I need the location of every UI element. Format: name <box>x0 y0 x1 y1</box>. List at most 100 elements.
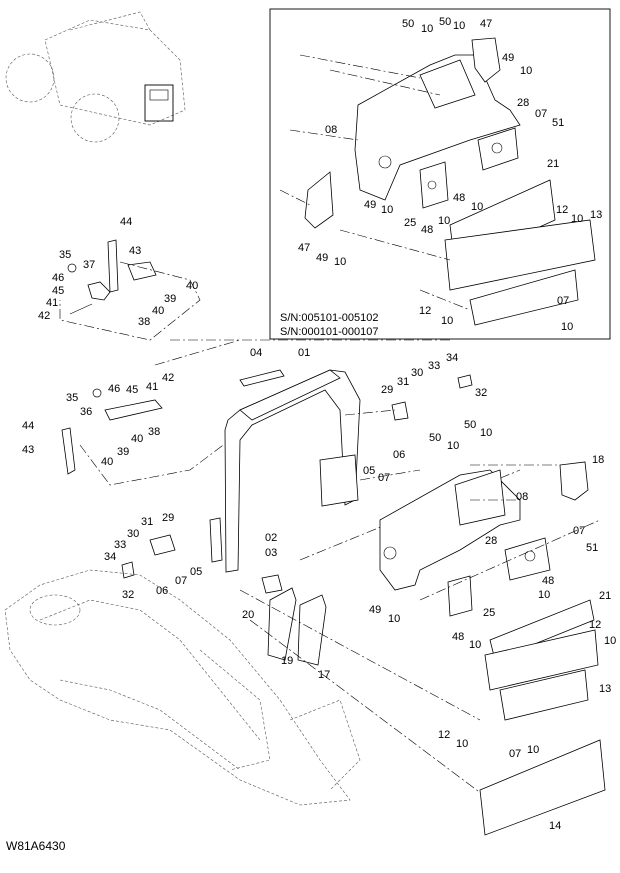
callout: 25 <box>483 607 495 619</box>
callout: 12 <box>438 729 450 741</box>
callout: 10 <box>381 204 393 216</box>
side-covers <box>261 574 327 666</box>
callout: 43 <box>22 444 34 456</box>
callout: 12 <box>419 305 431 317</box>
lower-right-callouts: 50 10 50 10 18 08 07 51 28 48 10 49 10 2… <box>369 419 616 832</box>
callout: 18 <box>592 454 604 466</box>
serial-range: S/N:005101-005102 <box>280 312 378 324</box>
callout: 10 <box>469 639 481 651</box>
callout: 34 <box>104 551 116 563</box>
callout: 06 <box>393 449 405 461</box>
callout: 50 <box>429 432 441 444</box>
callout: 41 <box>146 381 158 393</box>
callout: 12 <box>589 619 601 631</box>
callout: 07 <box>378 472 390 484</box>
callout: 10 <box>520 65 532 77</box>
callout: 48 <box>452 631 464 643</box>
callout: 02 <box>265 532 277 544</box>
drawing-code: W81A6430 <box>6 839 66 853</box>
callout: 05 <box>363 465 375 477</box>
inset-cover-08 <box>304 37 521 229</box>
frame-arch-01 <box>121 369 473 579</box>
callout: 07 <box>175 575 187 587</box>
callout: 13 <box>599 683 611 695</box>
callout: 19 <box>281 655 293 667</box>
callout: 49 <box>364 199 376 211</box>
callout: 31 <box>397 376 409 388</box>
callout: 40 <box>101 456 113 468</box>
callout: 10 <box>527 744 539 756</box>
lever-assembly-middle <box>61 339 241 486</box>
callout: 31 <box>141 516 153 528</box>
callout: 14 <box>549 820 561 832</box>
callout: 10 <box>438 215 450 227</box>
callout: 45 <box>52 285 64 297</box>
callout: 12 <box>556 204 568 216</box>
callout: 33 <box>428 360 440 372</box>
callout: 50 <box>464 419 476 431</box>
callout: 29 <box>381 384 393 396</box>
callout: 43 <box>129 245 141 257</box>
callout: 48 <box>453 192 465 204</box>
callout: 10 <box>561 321 573 333</box>
callout: 49 <box>369 604 381 616</box>
callout: 50 <box>439 16 451 28</box>
callout: 44 <box>22 420 34 432</box>
callout: 34 <box>446 352 458 364</box>
callout: 35 <box>59 249 71 261</box>
machine-thumbnail <box>5 11 186 143</box>
callout: 47 <box>298 242 310 254</box>
callout: 48 <box>421 224 433 236</box>
callout: 46 <box>52 272 64 284</box>
callout: 08 <box>516 491 528 503</box>
callout: 30 <box>127 528 139 540</box>
callout: 10 <box>453 20 465 32</box>
callout: 44 <box>120 216 132 228</box>
callout: 33 <box>114 539 126 551</box>
frame-callouts: 04 01 33 34 29 31 30 32 05 07 06 30 31 2… <box>104 347 487 681</box>
callout: 10 <box>571 213 583 225</box>
callout: 38 <box>148 426 160 438</box>
callout: 13 <box>590 209 602 221</box>
callout: 30 <box>411 367 423 379</box>
callout: 04 <box>250 347 262 359</box>
callout: 07 <box>573 525 585 537</box>
callout: 05 <box>190 566 202 578</box>
callout: 08 <box>325 124 337 136</box>
callout: 36 <box>80 406 92 418</box>
callout: 49 <box>502 52 514 64</box>
callout: 40 <box>152 305 164 317</box>
callout: 10 <box>471 201 483 213</box>
callout: 10 <box>441 315 453 327</box>
callout: 29 <box>162 512 174 524</box>
callout: 40 <box>186 280 198 292</box>
callout: 07 <box>557 295 569 307</box>
upper-left-callouts: 44 43 35 37 46 45 41 42 39 40 40 38 <box>38 216 198 328</box>
callout: 10 <box>388 613 400 625</box>
middle-left-callouts: 35 46 45 41 42 36 38 44 43 40 39 40 <box>22 372 174 468</box>
callout: 10 <box>480 427 492 439</box>
lower-panel-21 <box>479 599 606 836</box>
callout: 42 <box>162 372 174 384</box>
callout: 10 <box>421 23 433 35</box>
callout: 39 <box>117 446 129 458</box>
callout: 06 <box>156 585 168 597</box>
callout: 32 <box>475 387 487 399</box>
callout: 47 <box>480 18 492 30</box>
callout: 38 <box>138 316 150 328</box>
serial-range: S/N:000101-000107 <box>280 326 378 338</box>
callout: 03 <box>265 547 277 559</box>
inset-leader-lines <box>279 54 471 311</box>
callout: 10 <box>447 440 459 452</box>
callout: 42 <box>38 310 50 322</box>
callout: 46 <box>108 383 120 395</box>
callout: 10 <box>538 589 550 601</box>
inset-frame <box>269 8 611 340</box>
callout: 20 <box>242 609 254 621</box>
lever-assembly-upper <box>59 239 201 341</box>
callout: 45 <box>126 384 138 396</box>
callout: 51 <box>552 117 564 129</box>
callout: 40 <box>131 433 143 445</box>
callout: 39 <box>164 293 176 305</box>
